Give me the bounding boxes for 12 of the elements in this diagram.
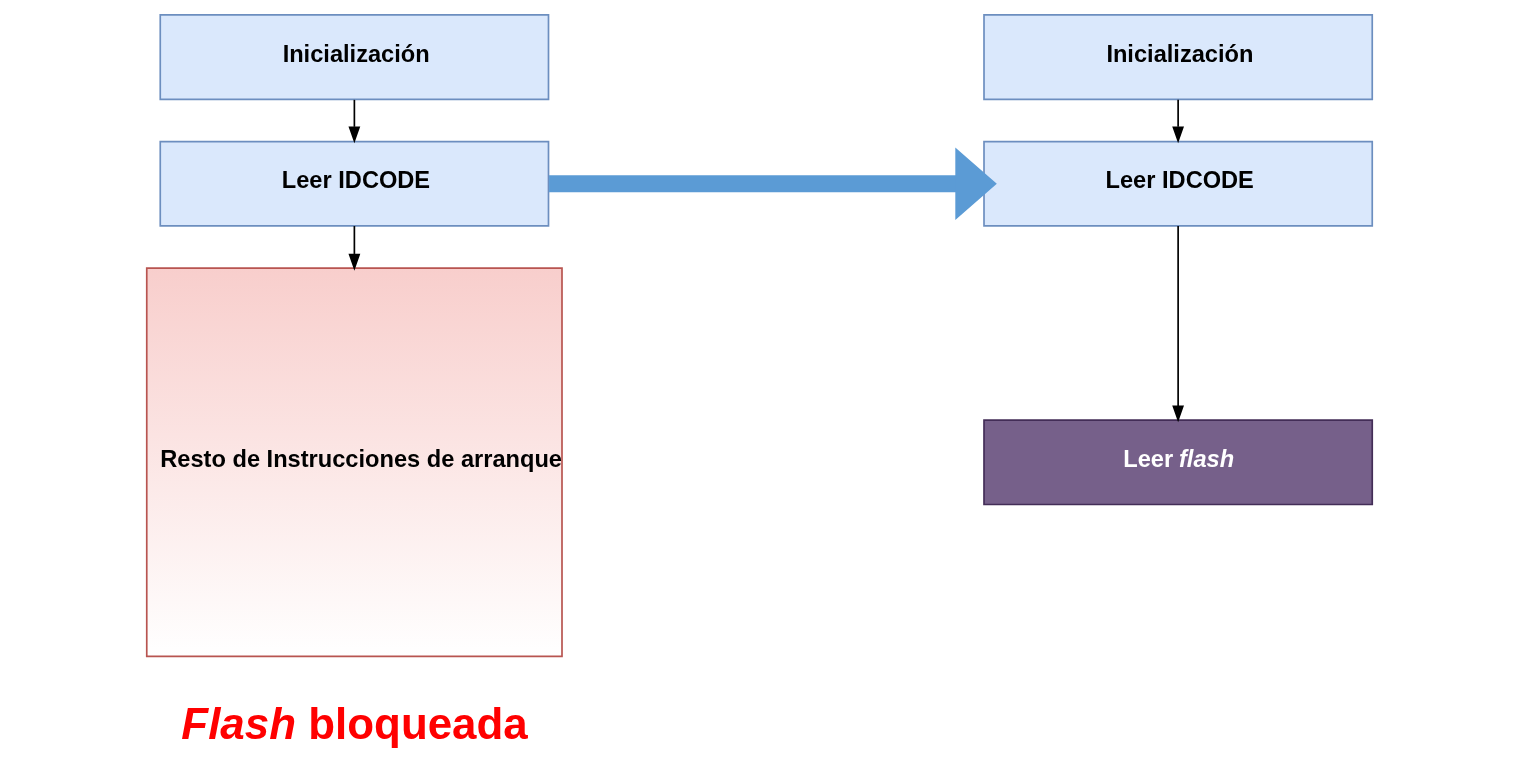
node-box: Inicialización	[159, 14, 550, 101]
node-box: Inicialización	[983, 14, 1374, 101]
node-box: Resto de Instrucciones de arranque	[145, 267, 563, 658]
arrow	[348, 99, 361, 144]
label: Flash bloqueada	[181, 698, 528, 748]
arrow	[549, 147, 997, 221]
node-box: Leer flash	[983, 419, 1374, 506]
arrow	[1172, 99, 1185, 144]
node-box: Leer IDCODE	[159, 140, 550, 227]
node-box: Leer IDCODE	[983, 140, 1374, 227]
arrow	[1172, 225, 1185, 423]
arrow	[348, 225, 361, 271]
